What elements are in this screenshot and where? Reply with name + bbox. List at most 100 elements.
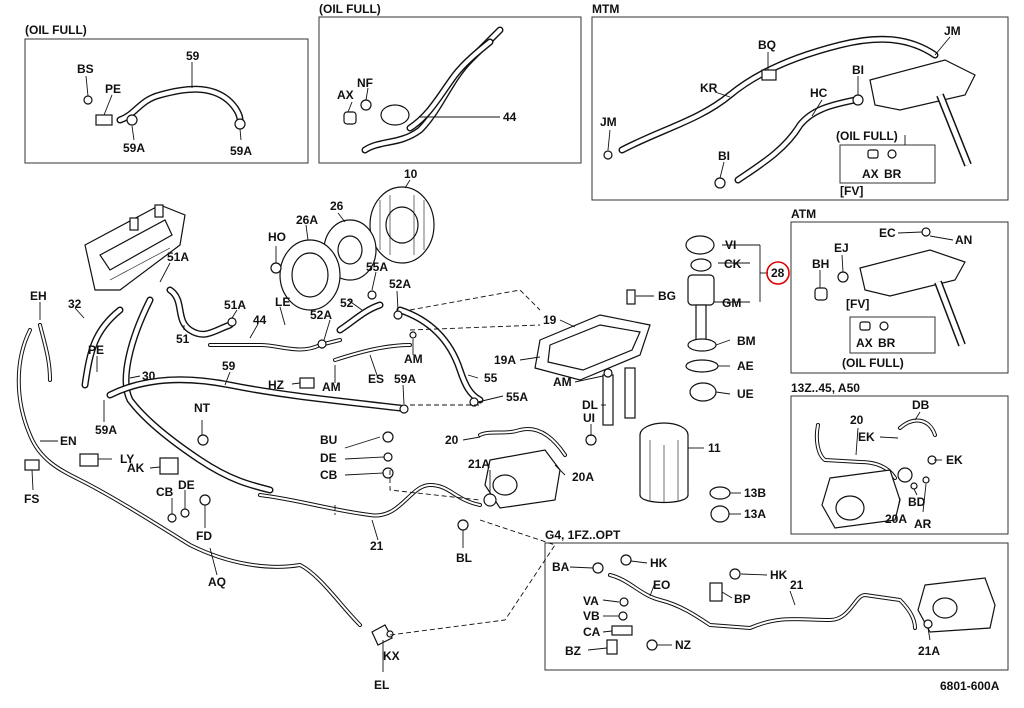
label-55a: 55A [506,390,528,404]
label-ly: LY [120,452,134,466]
label-ek: EK [946,453,963,467]
label-ca: CA [583,625,601,639]
label-ax: AX [862,167,879,181]
label-30: 30 [142,369,156,383]
label-59a: 59A [394,372,416,386]
label-kr: KR [700,81,718,95]
label-ec: EC [879,226,896,240]
label-21: 21 [790,578,804,592]
label-am: AM [553,375,572,389]
label-21a: 21A [468,457,490,471]
label-32: 32 [68,297,82,311]
label-bg: BG [658,289,676,303]
leader-lines [31,179,768,672]
label-13a: 13A [744,507,766,521]
label-55: 55 [484,371,498,385]
label-pe: PE [105,82,121,96]
label-nz: NZ [675,638,691,652]
label-bl: BL [456,551,472,565]
inset-title: ATM [791,207,816,221]
label-de: DE [178,478,195,492]
label-el: EL [374,678,389,692]
label-20: 20 [850,413,864,427]
label-eh: EH [30,289,47,303]
label-hc: HC [810,86,828,100]
highlight-circle [766,261,790,285]
label-ue: UE [737,387,754,401]
label-ck: CK [724,257,742,271]
label-aq: AQ [208,575,226,589]
label-13b: 13B [744,486,766,500]
label-26: 26 [330,199,344,213]
label-pe: PE [88,343,104,357]
label-44: 44 [503,110,517,124]
sub-label-oil-full: (OIL FULL) [836,129,898,143]
label-26a: 26A [296,213,318,227]
label-hk: HK [770,568,788,582]
inset-oil-full-center: (OIL FULL) AX NF 44 [318,2,582,164]
inset-13z: 13Z..45, A50 20 DB EK EK BD 20A AR [790,381,1009,535]
label-21: 21 [370,539,384,553]
label-nf: NF [357,76,373,90]
label-es: ES [368,372,384,386]
figure-code: 6801-600A [940,679,1000,693]
label-ek: EK [858,430,875,444]
main-assembly: EH 32 PE 30 59A EN LY AK FS CB DE FD AQ … [16,167,790,692]
inset-oil-full-left: (OIL FULL) 59 BS PE 59A 59A [24,23,309,164]
label-bu: BU [320,433,337,447]
label-11: 11 [708,441,721,455]
label-ar: AR [914,517,932,531]
label-ho: HO [268,230,286,244]
label-de: DE [320,451,337,465]
label-nt: NT [194,401,211,415]
label-52: 52 [340,296,354,310]
label-19a: 19A [494,353,516,367]
label-bd: BD [908,495,926,509]
label-fd: FD [196,529,212,543]
label-hz: HZ [268,378,284,392]
label-fv: [FV] [840,184,863,198]
inset-title: (OIL FULL) [319,2,381,16]
inset-title: G4, 1FZ..OPT [545,528,621,542]
inset-atm: ATM EC AN EJ BH [FV] AX BR (OIL FULL) [790,207,1009,374]
label-51: 51 [176,332,190,346]
label-55a: 55A [366,260,388,274]
label-10: 10 [404,167,418,181]
label-vb: VB [583,609,600,623]
label-52a: 52A [310,308,332,322]
label-fv: [FV] [846,297,869,311]
label-bs: BS [77,62,94,76]
label-ae: AE [737,359,754,373]
label-19: 19 [543,313,557,327]
label-52a: 52A [389,277,411,291]
label-ba: BA [552,560,570,574]
label-bz: BZ [565,644,581,658]
label-59a: 59A [123,141,145,155]
label-bm: BM [737,334,756,348]
label-ax: AX [856,336,873,350]
label-bq: BQ [758,38,776,52]
label-59: 59 [186,49,200,63]
label-le: LE [275,295,290,309]
label-ak: AK [127,461,145,475]
inset-title: MTM [592,2,619,16]
label-db: DB [912,398,930,412]
label-59a: 59A [95,423,117,437]
label-fs: FS [24,492,39,506]
label-br: BR [878,336,896,350]
label-bi: BI [718,149,730,163]
inset-g4: G4, 1FZ..OPT BA HK HK EO 21 VA VB BP [544,528,1009,671]
inset-title: (OIL FULL) [25,23,87,37]
label-ui: UI [583,411,595,425]
label-59a: 59A [230,144,252,158]
label-cb: CB [320,468,338,482]
label-vi: VI [725,238,736,252]
label-bi: BI [852,63,864,77]
label-jm: JM [944,24,961,38]
label-bh: BH [812,257,829,271]
label-bp: BP [734,592,751,606]
label-ax: AX [337,88,354,102]
label-28: 28 [771,266,785,280]
label-cb: CB [156,485,174,499]
